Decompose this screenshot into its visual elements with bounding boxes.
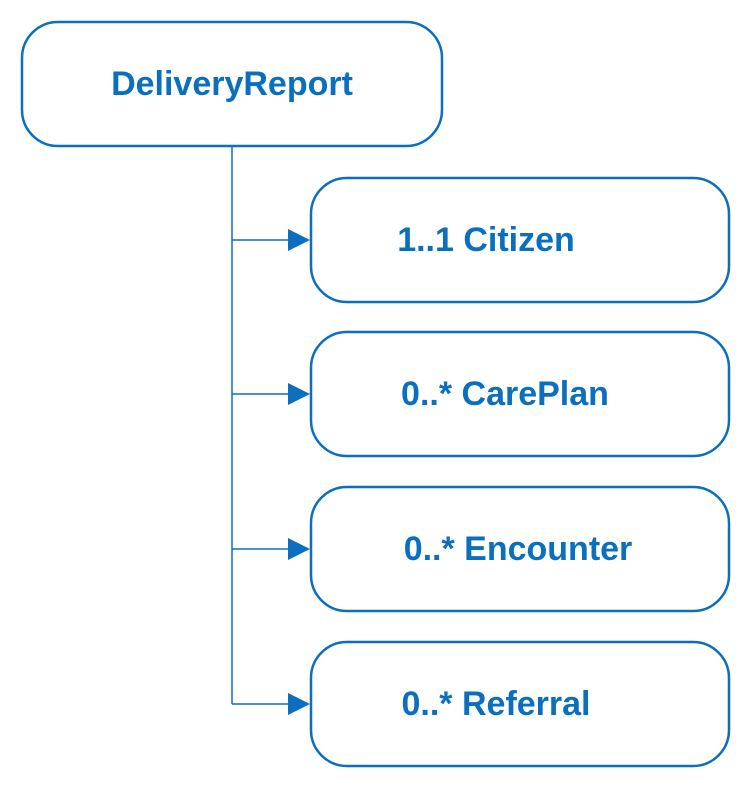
child-node-label: 0..* CarePlan xyxy=(401,375,609,413)
child-node-referral[interactable]: 0..* Referral xyxy=(309,640,731,768)
child-node-box xyxy=(309,485,731,613)
root-node-label: DeliveryReport xyxy=(111,65,353,103)
branch-connector-citizen xyxy=(232,229,310,251)
branch-connector-careplan xyxy=(232,383,310,405)
child-node-box xyxy=(309,330,731,458)
root-node[interactable]: DeliveryReport xyxy=(20,20,444,148)
child-node-encounter[interactable]: 0..* Encounter xyxy=(309,485,731,613)
child-node-label: 1..1 Citizen xyxy=(397,221,575,259)
child-node-label: 0..* Referral xyxy=(402,685,591,723)
branch-connector-referral xyxy=(232,693,310,715)
child-node-careplan[interactable]: 0..* CarePlan xyxy=(309,330,731,458)
child-node-box xyxy=(309,176,731,304)
child-node-label: 0..* Encounter xyxy=(404,530,633,568)
child-node-citizen[interactable]: 1..1 Citizen xyxy=(309,176,731,304)
branch-connector-encounter xyxy=(232,538,310,560)
child-node-box xyxy=(309,640,731,768)
